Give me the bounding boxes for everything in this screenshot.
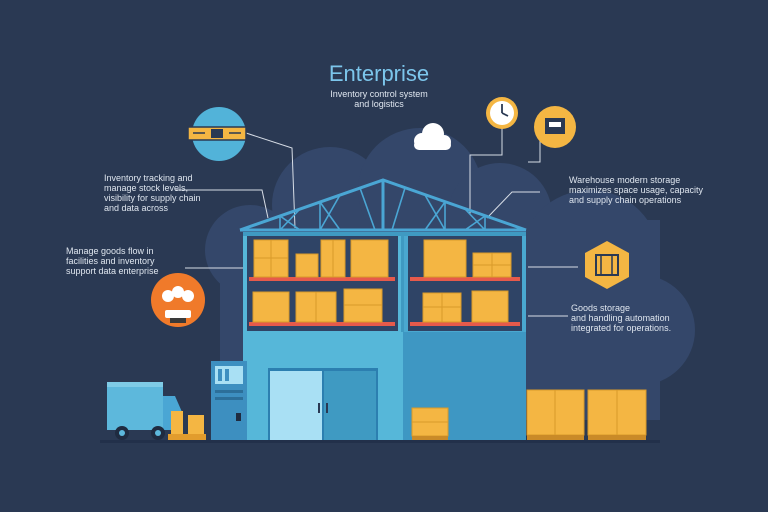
shelf-right-upper <box>410 277 520 281</box>
svg-text:Manage goods flow in: Manage goods flow in <box>66 246 154 256</box>
svg-text:visibility for supply chain: visibility for supply chain <box>104 193 201 203</box>
leader-lines <box>175 128 578 317</box>
barcode-scanner-icon <box>187 107 247 161</box>
svg-text:and handling automation: and handling automation <box>571 313 670 323</box>
traffic-cones <box>168 411 206 440</box>
warehouse-building <box>239 178 527 442</box>
delivery-truck <box>107 382 182 440</box>
svg-text:and data across: and data across <box>104 203 169 213</box>
shelf-left-lower <box>249 322 395 326</box>
roof-truss <box>239 178 527 232</box>
subtitle-line-1: Inventory control system <box>330 89 428 99</box>
shelf-left-upper <box>249 277 395 281</box>
callout-right-mid: Goods storage and handling automation in… <box>571 303 671 333</box>
ground-line <box>100 440 660 443</box>
callout-right-top: Warehouse modern storage maximizes space… <box>569 175 704 205</box>
shelf-right-lower <box>410 322 520 326</box>
team-people-icon <box>151 273 205 327</box>
svg-text:manage stock levels,: manage stock levels, <box>104 183 188 193</box>
svg-text:and supply chain operations: and supply chain operations <box>569 195 682 205</box>
svg-text:Goods storage: Goods storage <box>571 303 630 313</box>
delivery-truck-icon <box>534 106 576 148</box>
clock-icon <box>486 97 518 129</box>
page-title: Enterprise <box>329 61 429 86</box>
package-box-icon <box>585 241 629 289</box>
pallet-large-left <box>526 389 585 440</box>
cloud-icon <box>414 123 451 150</box>
svg-text:Inventory tracking and: Inventory tracking and <box>104 173 193 183</box>
svg-text:support data enterprise: support data enterprise <box>66 266 159 276</box>
svg-text:facilities and inventory: facilities and inventory <box>66 256 155 266</box>
pallet-large-right <box>587 389 647 440</box>
callout-left-mid: Manage goods flow in facilities and inve… <box>66 246 159 276</box>
boxes-right-lower <box>422 290 509 323</box>
boxes-right-upper <box>423 239 512 278</box>
server-cabinet <box>211 361 247 440</box>
callout-left-top: Inventory tracking and manage stock leve… <box>104 173 201 213</box>
subtitle-line-2: and logistics <box>354 99 404 109</box>
svg-text:integrated for operations.: integrated for operations. <box>571 323 671 333</box>
svg-text:Warehouse modern storage: Warehouse modern storage <box>569 175 680 185</box>
boxes-left-upper <box>253 239 389 278</box>
pallet-small <box>411 407 449 440</box>
svg-text:maximizes space usage, capacit: maximizes space usage, capacity <box>569 185 704 195</box>
boxes-left-lower <box>252 288 383 323</box>
